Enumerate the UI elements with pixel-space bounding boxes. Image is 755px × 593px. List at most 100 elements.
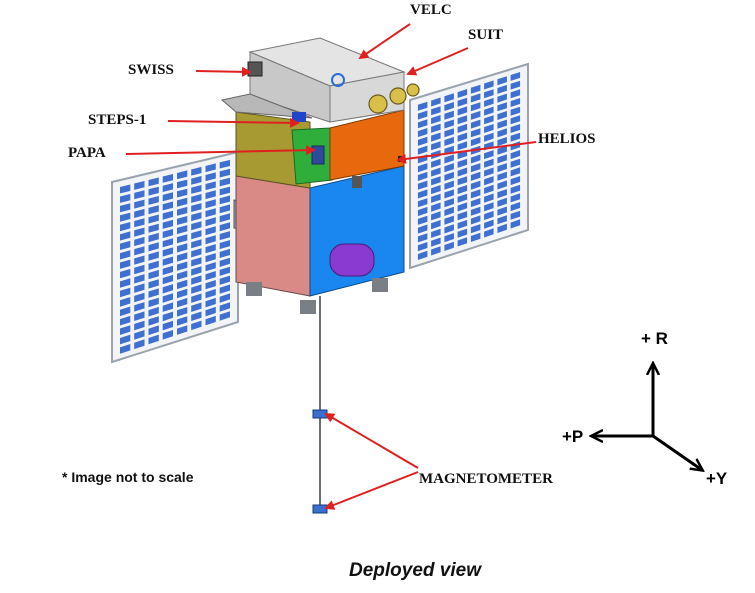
solar-cell: [484, 202, 494, 212]
solar-cell: [205, 226, 216, 236]
solar-cell: [417, 145, 428, 155]
solar-cell: [148, 288, 159, 298]
solar-cell: [497, 93, 507, 103]
solar-cell: [219, 275, 230, 285]
solar-cell: [205, 172, 216, 182]
solar-cell: [470, 84, 481, 94]
solar-cell: [417, 171, 428, 181]
solar-cell: [470, 119, 481, 129]
solar-cell: [484, 158, 494, 168]
label-swiss: SWISS: [128, 62, 174, 78]
solar-cell: [120, 325, 131, 335]
solar-cell: [510, 89, 521, 99]
solar-cell: [177, 170, 188, 180]
solar-cell: [431, 97, 441, 107]
solar-cell: [177, 234, 188, 244]
solar-cell: [417, 233, 428, 243]
solar-cell: [191, 166, 202, 176]
solar-cell: [191, 176, 202, 185]
solar-cell: [431, 185, 441, 195]
solar-cell: [444, 233, 454, 243]
solar-cell: [444, 180, 454, 190]
solar-cell: [444, 136, 454, 146]
solar-cell: [162, 330, 173, 340]
solar-cell: [162, 174, 173, 183]
solar-cell: [191, 221, 202, 231]
solar-cell: [120, 193, 131, 203]
solar-cell: [134, 283, 145, 293]
solar-cell: [444, 145, 454, 155]
solar-cell: [162, 219, 173, 229]
solar-cell: [177, 252, 188, 262]
solar-cell: [219, 222, 230, 232]
solar-cell: [417, 242, 428, 252]
solar-cell: [134, 330, 145, 340]
solar-cell: [120, 315, 131, 326]
solar-cell: [148, 306, 159, 317]
solar-cell: [484, 219, 494, 229]
solar-cell: [134, 339, 145, 350]
solar-cell: [162, 229, 173, 239]
solar-cell: [219, 159, 230, 169]
leader-lines: [125, 23, 537, 510]
solar-cell: [219, 195, 230, 205]
solar-cell: [120, 278, 131, 288]
solar-cell: [444, 93, 454, 103]
solar-cell: [191, 293, 202, 303]
label-magnetometer: MAGNETOMETER: [419, 471, 553, 487]
solar-cell: [191, 203, 202, 212]
solar-cell: [134, 190, 145, 200]
solar-cell: [484, 184, 494, 194]
solar-cell: [134, 246, 145, 256]
solar-cell: [162, 201, 173, 211]
solar-cell: [205, 289, 216, 299]
solar-cell: [484, 89, 494, 99]
solar-cell: [177, 261, 188, 271]
solar-cell: [417, 136, 428, 146]
solar-cell: [205, 190, 216, 200]
solar-cell: [457, 123, 468, 133]
solar-cell: [191, 239, 202, 249]
solar-cell: [191, 257, 202, 267]
solar-cell: [457, 185, 468, 195]
solar-cell: [177, 243, 188, 253]
solar-cell: [470, 189, 481, 199]
spacecraft-body: [220, 37, 420, 314]
solar-cell: [205, 297, 216, 308]
solar-cell: [148, 260, 159, 270]
solar-cell: [134, 274, 145, 284]
solar-cell: [444, 163, 454, 173]
solar-cell: [497, 189, 507, 199]
solar-cell: [417, 128, 428, 138]
solar-cell: [497, 171, 507, 181]
solar-cell: [191, 311, 202, 321]
solar-cell: [457, 211, 468, 221]
solar-cell: [191, 212, 202, 222]
solar-cell: [177, 179, 188, 189]
solar-cell: [431, 176, 441, 186]
solar-cell: [497, 137, 507, 147]
solar-cell: [205, 199, 216, 209]
solar-cell: [497, 215, 507, 225]
solar-cell: [431, 115, 441, 124]
solar-cell: [484, 124, 494, 133]
solar-cell: [431, 220, 441, 230]
solar-cell: [162, 210, 173, 220]
solar-cell: [510, 210, 521, 220]
solar-cell: [148, 316, 159, 326]
solar-cell: [205, 163, 216, 173]
solar-cell: [470, 110, 481, 120]
solar-cell: [191, 275, 202, 285]
solar-cell: [457, 193, 468, 203]
solar-cell: [148, 186, 159, 196]
solar-cell: [444, 189, 454, 199]
solar-cell: [120, 287, 131, 298]
solar-cell: [177, 270, 188, 280]
solar-cell: [205, 262, 216, 272]
solar-cell: [205, 208, 216, 218]
solar-cell: [444, 110, 454, 120]
solar-cell: [431, 141, 441, 151]
solar-cell: [134, 227, 145, 237]
solar-cell: [162, 274, 173, 285]
